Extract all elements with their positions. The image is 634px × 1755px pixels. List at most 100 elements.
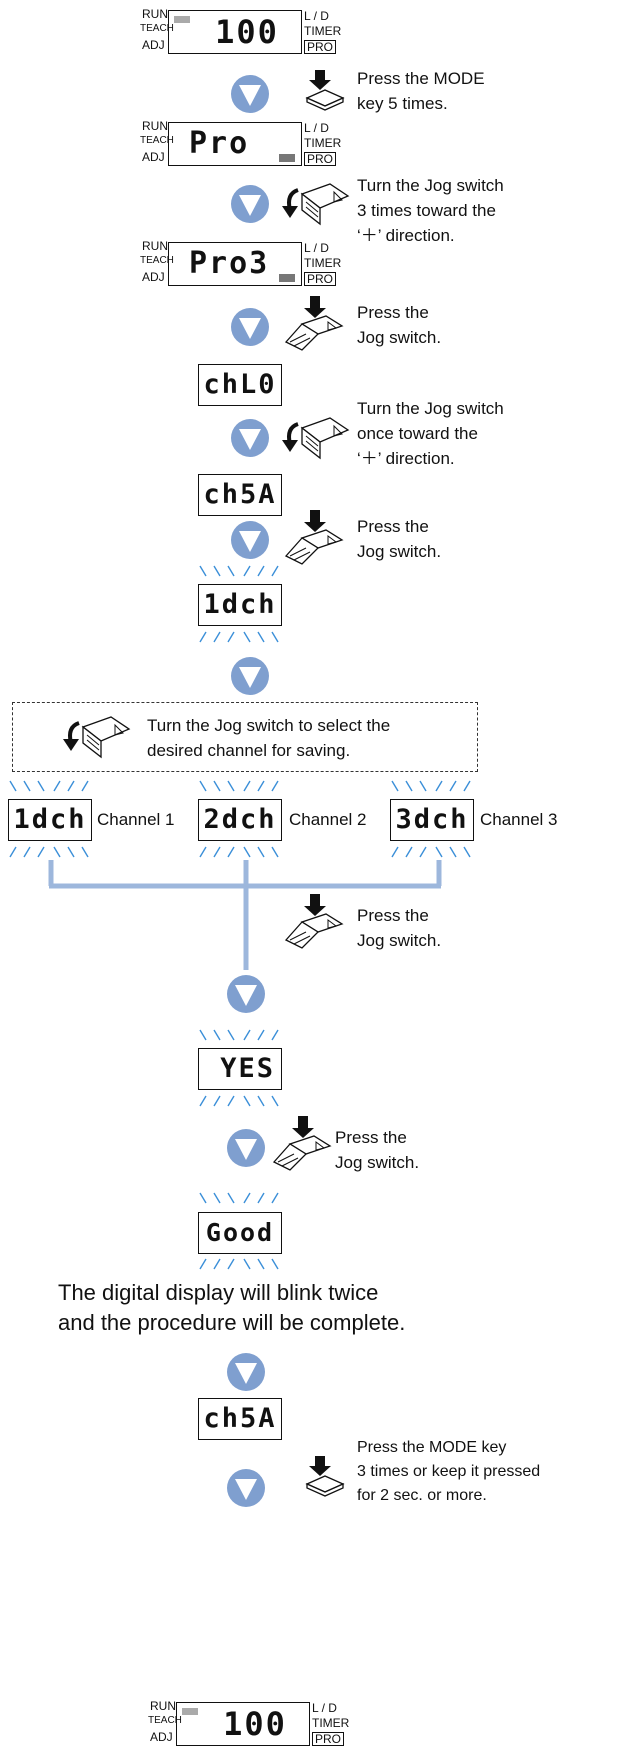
instruction-line: Press the [357, 303, 429, 322]
segment-display-final-ch5a: ch5A [198, 1398, 282, 1440]
blink-rays-icon [9, 780, 89, 792]
label-timer: TIMER [304, 256, 342, 270]
blink-rays-icon [199, 1192, 279, 1204]
blink-rays-icon [199, 780, 279, 792]
display-value: 100 [223, 1705, 287, 1743]
display-value: chL0 [203, 369, 277, 400]
flow-arrow-icon [231, 75, 269, 113]
panel-display-final: RUN TEACH ADJ 100 L / D TIMER PRO [148, 1698, 350, 1750]
indicator-bar [279, 274, 295, 282]
jog-press-icon [284, 296, 344, 351]
completion-note-line-2: and the procedure will be complete. [58, 1310, 406, 1335]
jog-press-icon [284, 894, 344, 949]
indicator-bar [182, 1708, 198, 1715]
jog-turn-icon [63, 716, 131, 759]
label-ld: L / D [304, 9, 329, 23]
label-adj: ADJ [142, 270, 165, 284]
label-timer: TIMER [312, 1716, 350, 1730]
segment-display-good: Good [198, 1212, 282, 1254]
label-pro: PRO [304, 40, 337, 54]
segment-display-channel-2: 2dch [198, 799, 282, 841]
blink-rays-icon [199, 631, 279, 643]
channel-1-label: Channel 1 [97, 810, 175, 829]
label-ld: L / D [312, 1701, 337, 1715]
label-teach: TEACH [140, 23, 174, 34]
instruction-step-5: Press the Jog switch. [357, 514, 441, 564]
instruction-line: 3 times or keep it pressed [357, 1463, 541, 1480]
instruction-line: 3 times toward the [357, 201, 496, 220]
instruction-line: Press the MODE [357, 69, 485, 88]
flow-arrow-icon [227, 1129, 265, 1167]
blink-rays-icon [199, 1029, 279, 1041]
display-value: Pro3 [189, 246, 270, 281]
blink-rays-icon [199, 565, 279, 577]
label-timer: TIMER [304, 24, 342, 38]
label-pro: PRO [312, 1732, 345, 1746]
select-instruction: Turn the Jog switch to select the desire… [147, 713, 390, 763]
jog-turn-icon [282, 183, 350, 226]
blink-rays-icon [199, 1258, 279, 1270]
label-teach: TEACH [140, 255, 174, 266]
label-run: RUN [142, 7, 168, 21]
display-value: 1dch [13, 804, 87, 835]
instruction-step-3: Press the Jog switch. [357, 300, 441, 350]
flow-arrow-icon [231, 521, 269, 559]
instruction-line: key 5 times. [357, 94, 448, 113]
label-teach: TEACH [148, 1715, 182, 1726]
instruction-confirm: Press the Jog switch. [335, 1125, 419, 1175]
label-teach: TEACH [140, 135, 174, 146]
flow-arrow-icon [231, 657, 269, 695]
flow-arrow-icon [231, 308, 269, 346]
display-value: 3dch [395, 804, 469, 835]
lcd-screen: Pro3 [168, 242, 302, 286]
select-channel-box: Turn the Jog switch to select the desire… [12, 702, 478, 772]
panel-display-3: RUN TEACH ADJ Pro3 L / D TIMER PRO [140, 238, 342, 290]
instruction-line: Press the MODE key [357, 1439, 507, 1456]
mode-key-press-icon [305, 1456, 345, 1497]
label-run: RUN [150, 1699, 176, 1713]
instruction-line: desired channel for saving. [147, 741, 351, 760]
flow-arrow-icon [227, 1469, 265, 1507]
instruction-line: ‘＋’ direction. [357, 449, 455, 468]
label-ld: L / D [304, 241, 329, 255]
instruction-step-4: Turn the Jog switch once toward the ‘＋’ … [357, 396, 504, 471]
panel-display-2: RUN TEACH ADJ Pro L / D TIMER PRO [140, 118, 341, 170]
segment-display-yes: YES [198, 1048, 282, 1090]
lcd-screen: 100 [168, 10, 302, 54]
instruction-line: Jog switch. [357, 542, 442, 561]
panel-display-1: RUN TEACH ADJ 100 L / D TIMER PRO [140, 6, 342, 58]
indicator-bar [279, 154, 295, 162]
blink-rays-icon [199, 846, 279, 858]
label-run: RUN [142, 119, 168, 133]
display-value: 100 [215, 13, 279, 51]
label-pro: PRO [304, 272, 337, 286]
indicator-bar [174, 16, 190, 23]
instruction-line: Press the [357, 906, 429, 925]
completion-note-line-1: The digital display will blink twice [58, 1280, 379, 1305]
instruction-line: Turn the Jog switch to select the [147, 716, 391, 735]
label-ld: L / D [304, 121, 329, 135]
display-value: ch5A [203, 1403, 277, 1434]
flow-arrow-icon [227, 975, 265, 1013]
instruction-line: Press the [357, 517, 429, 536]
display-value: 2dch [203, 804, 277, 835]
display-value: Good [205, 1218, 275, 1247]
blink-rays-icon [9, 846, 89, 858]
flow-arrow-icon [231, 185, 269, 223]
segment-display-1dch-blink: 1dch [198, 584, 282, 626]
jog-turn-icon [282, 417, 350, 460]
instruction-step-1: Press the MODE key 5 times. [357, 66, 485, 116]
segment-display-ch5a: ch5A [198, 474, 282, 516]
instruction-line: Jog switch. [357, 931, 442, 950]
instruction-final: Press the MODE key 3 times or keep it pr… [357, 1436, 540, 1508]
channel-3-label: Channel 3 [480, 810, 558, 829]
instruction-line: Jog switch. [335, 1153, 420, 1172]
label-adj: ADJ [142, 150, 165, 164]
flow-connector [48, 860, 442, 970]
mode-key-press-icon [305, 70, 345, 111]
instruction-step-2: Turn the Jog switch 3 times toward the ‘… [357, 173, 504, 248]
instruction-line: Turn the Jog switch [357, 176, 504, 195]
instruction-line: Press the [335, 1128, 407, 1147]
jog-press-icon [284, 510, 344, 565]
display-value: Pro [189, 126, 250, 161]
